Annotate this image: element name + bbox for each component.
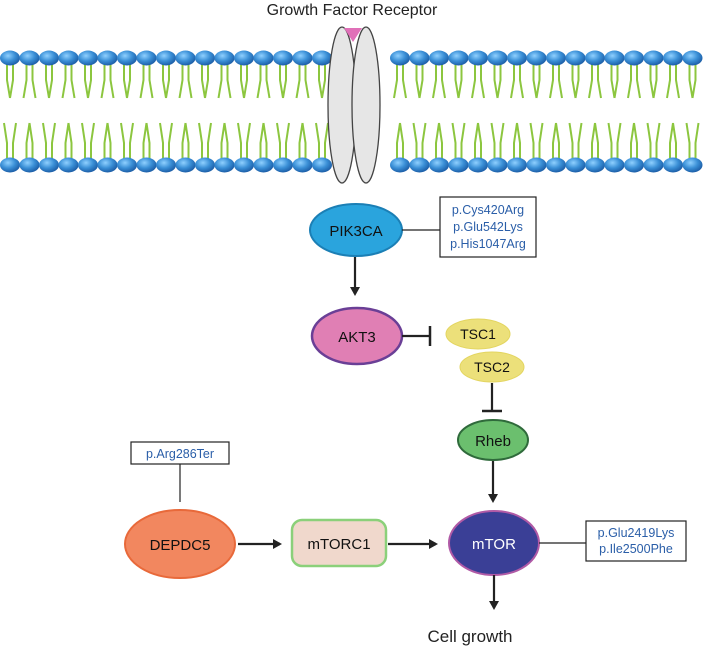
akt3-node: AKT3 bbox=[310, 306, 404, 366]
pik3ca-mutation-1: p.Cys420Arg bbox=[452, 203, 524, 217]
mtor-label: mTOR bbox=[472, 536, 516, 553]
cell-growth-label: Cell growth bbox=[427, 627, 512, 646]
mtor-mutation-box: p.Glu2419Lys p.Ile2500Phe bbox=[585, 520, 687, 562]
tsc2-label: TSC2 bbox=[474, 359, 510, 375]
depdc5-node: DEPDC5 bbox=[124, 509, 236, 579]
tsc1-label: TSC1 bbox=[460, 326, 496, 342]
inhibition-akt3-tsc bbox=[402, 326, 432, 346]
mtorc1-label: mTORC1 bbox=[307, 536, 370, 553]
tsc2-node: TSC2 bbox=[459, 351, 525, 383]
pik3ca-node: PIK3CA bbox=[309, 203, 403, 257]
rheb-label: Rheb bbox=[475, 433, 511, 450]
mtor-node: mTOR bbox=[448, 510, 540, 576]
pik3ca-mutation-box: p.Cys420Arg p.Glu542Lys p.His1047Arg bbox=[439, 196, 537, 258]
pik3ca-label: PIK3CA bbox=[329, 223, 382, 240]
mtor-mutation-1: p.Glu2419Lys bbox=[598, 526, 675, 540]
mtorc1-node: mTORC1 bbox=[290, 518, 388, 568]
depdc5-label: DEPDC5 bbox=[150, 537, 211, 554]
receptor-label: Growth Factor Receptor bbox=[267, 2, 438, 19]
depdc5-mutation-box: p.Arg286Ter bbox=[130, 441, 230, 465]
inhibition-tsc-rheb bbox=[482, 383, 502, 413]
depdc5-mutation-1: p.Arg286Ter bbox=[146, 447, 214, 461]
ligand-icon bbox=[344, 28, 362, 42]
akt3-label: AKT3 bbox=[338, 329, 376, 346]
tsc1-node: TSC1 bbox=[445, 318, 511, 350]
growth-factor-receptor bbox=[327, 26, 381, 184]
cell-membrane bbox=[0, 50, 703, 173]
pik3ca-mutation-3: p.His1047Arg bbox=[450, 237, 526, 251]
pik3ca-mutation-2: p.Glu542Lys bbox=[453, 220, 523, 234]
rheb-node: Rheb bbox=[457, 419, 529, 461]
mtor-mutation-2: p.Ile2500Phe bbox=[599, 542, 673, 556]
